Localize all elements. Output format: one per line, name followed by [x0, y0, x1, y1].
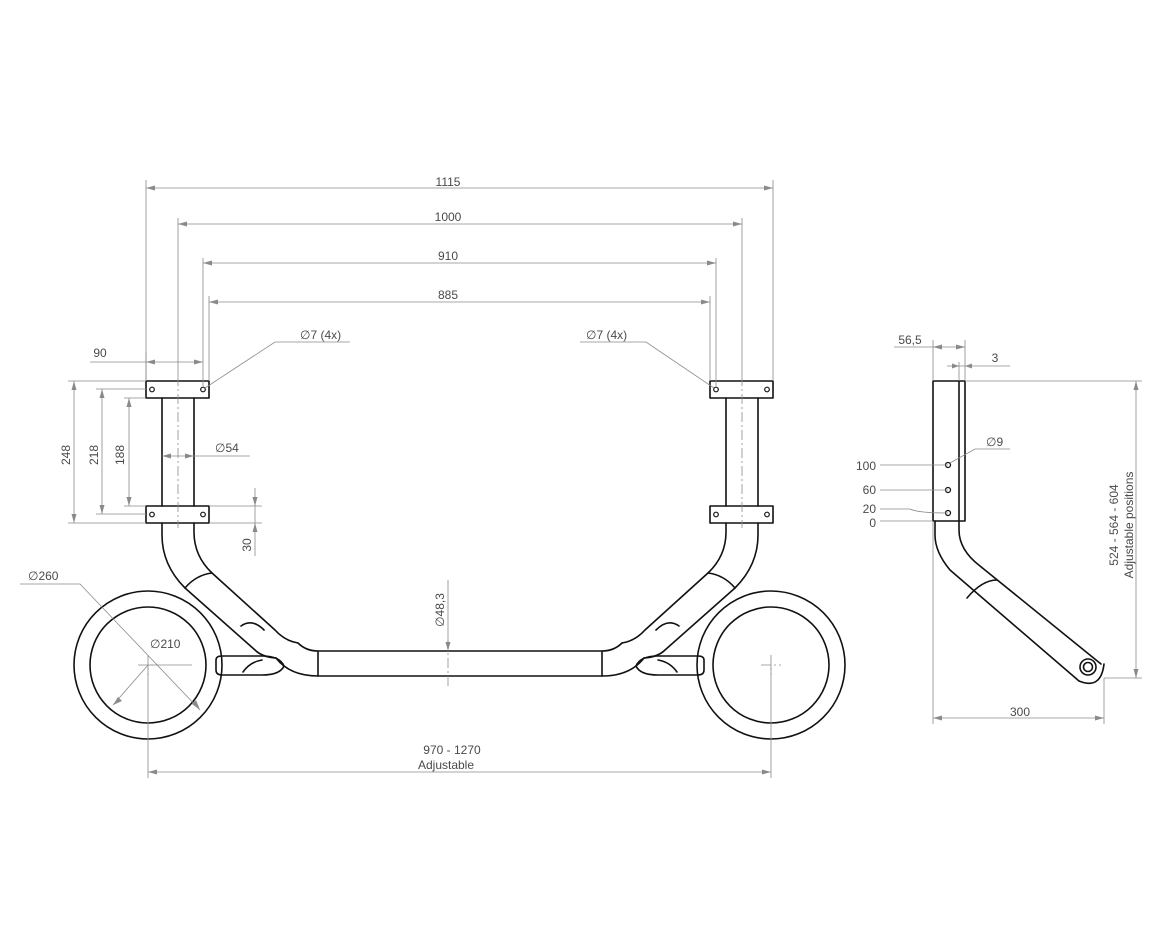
- dim-30: 30: [240, 538, 254, 552]
- leader-9: [949, 448, 1010, 464]
- right-tube-sleeve: [655, 572, 736, 631]
- side-height-note: Adjustable positions: [1122, 472, 1136, 579]
- dim-3: 3: [992, 351, 999, 365]
- track-note: Adjustable: [418, 758, 474, 772]
- dim-line-track: [147, 665, 772, 778]
- dim-line-side-height: [965, 380, 1142, 679]
- hole-callout-left: ∅7 (4x): [300, 328, 341, 342]
- wheel-centermarks: [138, 655, 781, 675]
- leader-260: [20, 583, 201, 711]
- side-dimensions: 56,5 3 ∅9 100 60 20 0 524 - 564 - 604 Ad…: [856, 333, 1142, 724]
- pos-60: 60: [863, 483, 877, 497]
- pos-20: 20: [863, 502, 877, 516]
- right-post: [725, 397, 759, 507]
- extension-lines: [145, 180, 774, 386]
- pos-0: 0: [869, 516, 876, 530]
- dim-1000: 1000: [435, 210, 462, 224]
- left-bottom-flange: [145, 505, 210, 524]
- dim-188: 188: [113, 445, 127, 465]
- position-lines: [880, 464, 949, 522]
- dia-48-3: ∅48,3: [433, 593, 447, 627]
- side-view: [932, 380, 1105, 685]
- dia-210: ∅210: [150, 637, 181, 651]
- dim-line-56-5: [894, 340, 966, 381]
- mounting-hole: [149, 511, 155, 518]
- mounting-hole: [713, 511, 719, 518]
- dia-54: ∅54: [215, 441, 239, 455]
- left-post: [161, 397, 195, 507]
- axle-inner: [1082, 661, 1094, 673]
- dim-218: 218: [87, 445, 101, 465]
- mounting-hole: [764, 386, 770, 393]
- mounting-hole: [200, 511, 206, 518]
- dim-910: 910: [438, 249, 458, 263]
- left-connector-detail: [242, 659, 263, 673]
- mounting-hole: [764, 511, 770, 518]
- right-top-flange: [709, 380, 774, 399]
- side-height: 524 - 564 - 604: [1107, 484, 1121, 566]
- dim-90: 90: [93, 346, 107, 360]
- right-bent-tube: [621, 522, 759, 659]
- left-wheel-connector: [215, 655, 285, 676]
- dim-248: 248: [59, 445, 73, 465]
- front-view: [73, 376, 846, 740]
- leader-left-holes: [204, 341, 350, 389]
- cross-tube: [275, 642, 645, 677]
- side-arm-end: [1078, 663, 1105, 685]
- dim-885: 885: [438, 288, 458, 302]
- axle-outer: [1079, 658, 1097, 676]
- side-arm-sleeve: [966, 579, 998, 599]
- leader-210: [112, 664, 192, 706]
- left-top-flange: [145, 380, 210, 399]
- right-wheel-connector: [635, 655, 705, 676]
- track-range: 970 - 1270: [423, 743, 481, 757]
- side-mount-plate: [932, 380, 966, 522]
- mounting-hole: [713, 386, 719, 393]
- right-bottom-flange: [709, 505, 774, 524]
- dim-56-5: 56,5: [898, 333, 922, 347]
- dia-260: ∅260: [28, 569, 59, 583]
- right-connector-detail: [657, 659, 678, 673]
- mounting-hole: [149, 386, 155, 393]
- height-extension-lines: [68, 380, 146, 524]
- dim-line-90: [90, 352, 203, 381]
- dim-300: 300: [1010, 705, 1030, 719]
- dim-line-300: [932, 521, 1105, 724]
- left-bent-tube: [161, 522, 299, 659]
- post-centerlines: [177, 376, 743, 528]
- pos-100: 100: [856, 459, 876, 473]
- cross-tube-joints: [317, 650, 603, 677]
- leader-right-holes: [580, 341, 715, 389]
- mounting-hole: [200, 386, 206, 393]
- dim-1115: 1115: [436, 175, 461, 189]
- side-arm: [934, 520, 1102, 682]
- dim-line-3: [947, 362, 1010, 381]
- hole-callout-right: ∅7 (4x): [586, 328, 627, 342]
- left-tube-sleeve: [184, 572, 265, 631]
- front-dimensions: 1115 1000 910 885 90 ∅7 (4x) ∅7 (4x) 248…: [20, 175, 774, 778]
- dia-9: ∅9: [986, 435, 1003, 449]
